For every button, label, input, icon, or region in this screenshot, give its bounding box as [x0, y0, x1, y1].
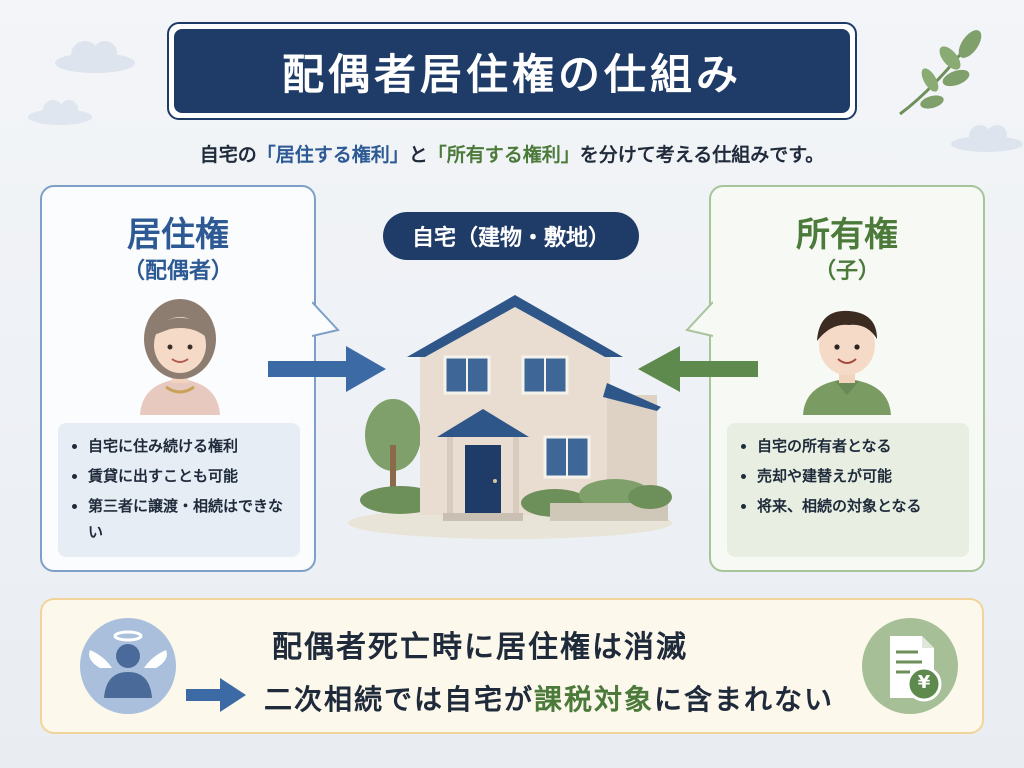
- list-item: 自宅に住み続ける権利: [88, 433, 290, 459]
- subtitle-highlight-residence: 「居住する権利」: [256, 144, 409, 166]
- subtitle-text: と: [408, 144, 428, 166]
- child-avatar-icon: [803, 310, 891, 415]
- arrow-right-icon: [186, 678, 246, 712]
- list-item: 第三者に譲渡・相続はできない: [88, 493, 290, 545]
- residence-right-bullets: 自宅に住み続ける権利 賃貸に出すことも可能 第三者に譲渡・相続はできない: [58, 423, 300, 557]
- tax-document-icon: ¥: [860, 616, 960, 716]
- list-item: 将来、相続の対象となる: [757, 493, 959, 519]
- subtitle-highlight-ownership: 「所有する権利」: [427, 144, 580, 166]
- house-label: 自宅（建物・敷地）: [383, 212, 639, 260]
- title-banner: 配偶者居住権の仕組み: [167, 22, 857, 120]
- note-text: 二次相続では自宅が: [264, 683, 535, 716]
- bottom-summary-panel: 配偶者死亡時に居住権は消滅 二次相続では自宅が課税対象に含まれない ¥: [40, 598, 984, 734]
- subtitle: 自宅の「居住する権利」と「所有する権利」を分けて考える仕組みです。: [0, 140, 1024, 167]
- spouse-death-note: 配偶者死亡時に居住権は消滅: [272, 630, 688, 665]
- list-item: 自宅の所有者となる: [757, 433, 959, 459]
- subtitle-text: を分けて考える仕組みです。: [579, 144, 825, 166]
- ownership-right-holder: （子）: [813, 259, 880, 284]
- spouse-avatar-icon: [140, 299, 220, 415]
- speech-tail: [312, 301, 340, 337]
- arrow-right-icon: [268, 346, 386, 392]
- cloud-icon: [951, 125, 1023, 152]
- list-item: 売却や建替えが可能: [757, 463, 959, 489]
- cloud-icon: [55, 41, 135, 73]
- angel-icon: [80, 618, 176, 714]
- page-title: 配偶者居住権の仕組み: [174, 29, 850, 113]
- ownership-right-panel: 所有権 （子） 自宅の所有者となる 売却や建替えが可能 将来、相続の対象となる: [709, 185, 985, 572]
- residence-right-holder: （配偶者）: [122, 259, 233, 284]
- house-illustration: [348, 295, 672, 539]
- note-highlight-taxable: 課税対象: [534, 683, 655, 716]
- secondary-inheritance-note: 二次相続では自宅が課税対象に含まれない: [264, 678, 834, 718]
- subtitle-text: 自宅の: [199, 144, 257, 166]
- ownership-right-title: 所有権: [796, 215, 898, 255]
- residence-right-panel: 居住権 （配偶者） 自宅に住み続ける権利 賃貸に出すことも可能 第三者に譲渡・相…: [40, 185, 316, 572]
- leaf-branch-icon: [899, 30, 982, 116]
- note-text: に含まれない: [654, 683, 835, 716]
- cloud-icon: [28, 100, 92, 125]
- residence-right-title: 居住権: [127, 215, 229, 255]
- speech-tail: [685, 301, 713, 337]
- arrow-left-icon: [638, 346, 758, 392]
- ownership-right-bullets: 自宅の所有者となる 売却や建替えが可能 将来、相続の対象となる: [727, 423, 969, 557]
- list-item: 賃貸に出すことも可能: [88, 463, 290, 489]
- yen-symbol: ¥: [917, 672, 931, 693]
